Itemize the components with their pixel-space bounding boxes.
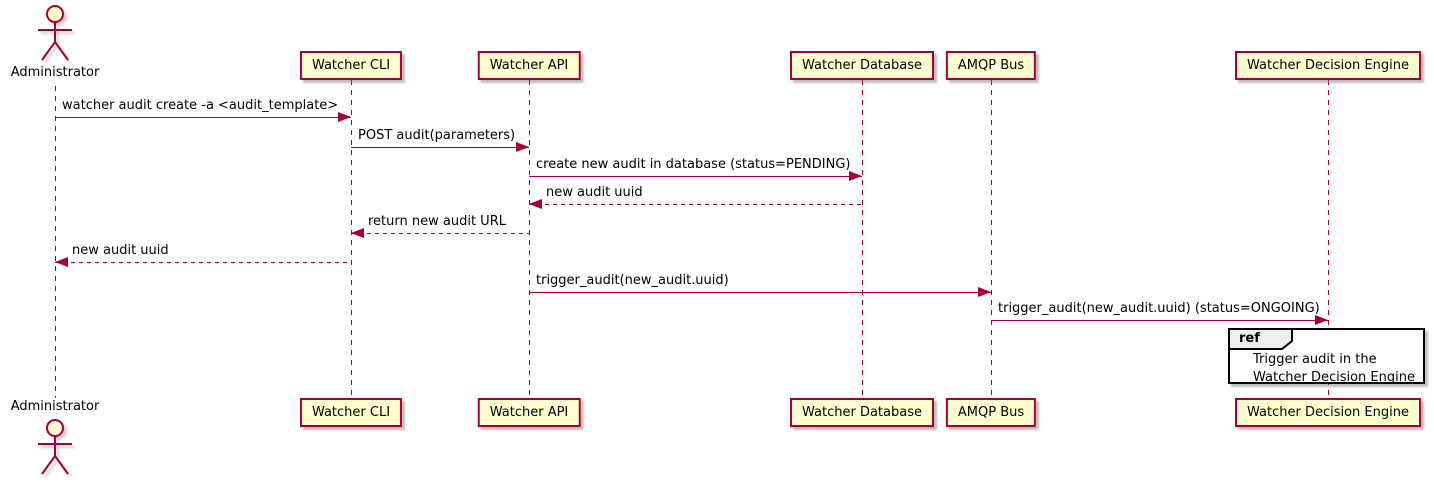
message-line bbox=[351, 233, 529, 234]
message-text: trigger_audit(new_audit.uuid) bbox=[536, 273, 729, 288]
message-create-audit-db: create new audit in database (status=PEN… bbox=[529, 157, 862, 181]
message-trigger-audit-ongoing: trigger_audit(new_audit.uuid) (status=ON… bbox=[991, 301, 1328, 325]
ref-content: Trigger audit in the Watcher Decision En… bbox=[1253, 351, 1415, 387]
participant-watcher-decision-engine-bottom: Watcher Decision Engine bbox=[1235, 398, 1421, 427]
lifeline-watcher-api bbox=[529, 80, 530, 398]
arrowhead-icon bbox=[351, 228, 364, 238]
participant-watcher-decision-engine: Watcher Decision Engine bbox=[1235, 51, 1421, 80]
lifeline-watcher-database bbox=[862, 80, 863, 398]
message-new-audit-uuid-return: new audit uuid bbox=[529, 185, 862, 209]
message-line bbox=[529, 292, 991, 293]
ref-content-line1: Trigger audit in the bbox=[1253, 352, 1377, 367]
arrowhead-icon bbox=[338, 112, 351, 122]
participant-watcher-cli: Watcher CLI bbox=[299, 51, 403, 80]
message-new-audit-uuid-to-admin: new audit uuid bbox=[55, 243, 351, 267]
actor-label-administrator: Administrator bbox=[10, 65, 100, 80]
arrowhead-icon bbox=[978, 287, 991, 297]
ref-keyword: ref bbox=[1239, 331, 1260, 346]
message-line bbox=[529, 176, 862, 177]
arrowhead-icon bbox=[55, 257, 68, 267]
message-return-audit-url: return new audit URL bbox=[351, 214, 529, 238]
message-line bbox=[529, 204, 862, 205]
message-text: trigger_audit(new_audit.uuid) (status=ON… bbox=[998, 301, 1320, 316]
arrowhead-icon bbox=[529, 199, 542, 209]
message-post-audit: POST audit(parameters) bbox=[351, 128, 529, 152]
message-trigger-audit: trigger_audit(new_audit.uuid) bbox=[529, 273, 991, 297]
message-text: new audit uuid bbox=[546, 185, 643, 200]
message-line bbox=[55, 262, 351, 263]
message-text: return new audit URL bbox=[368, 214, 506, 229]
actor-icon bbox=[38, 5, 72, 61]
message-text: new audit uuid bbox=[72, 243, 169, 258]
arrowhead-icon bbox=[516, 142, 529, 152]
participant-watcher-api: Watcher API bbox=[477, 51, 581, 80]
message-text: POST audit(parameters) bbox=[358, 128, 516, 143]
message-text: watcher audit create -a <audit_template> bbox=[62, 98, 339, 113]
lifeline-administrator bbox=[55, 86, 56, 398]
participant-watcher-database-bottom: Watcher Database bbox=[790, 398, 934, 427]
arrowhead-icon bbox=[1315, 315, 1328, 325]
lifeline-watcher-decision-engine bbox=[1328, 80, 1329, 398]
message-line bbox=[351, 147, 529, 148]
participant-amqp-bus: AMQP Bus bbox=[945, 51, 1037, 80]
message-text: create new audit in database (status=PEN… bbox=[536, 157, 851, 172]
actor-icon-bottom bbox=[38, 419, 72, 475]
ref-content-line2: Watcher Decision Engine bbox=[1253, 370, 1415, 385]
message-line bbox=[55, 117, 351, 118]
message-audit-create: watcher audit create -a <audit_template> bbox=[55, 98, 351, 122]
participant-watcher-cli-bottom: Watcher CLI bbox=[299, 398, 403, 427]
ref-tab-shape bbox=[1228, 328, 1293, 350]
participant-amqp-bus-bottom: AMQP Bus bbox=[945, 398, 1037, 427]
lifeline-amqp-bus bbox=[991, 80, 992, 398]
arrowhead-icon bbox=[849, 171, 862, 181]
lifeline-watcher-cli bbox=[351, 80, 352, 398]
participant-watcher-api-bottom: Watcher API bbox=[477, 398, 581, 427]
participant-watcher-database: Watcher Database bbox=[790, 51, 934, 80]
ref-fragment: ref Trigger audit in the Watcher Decisio… bbox=[1228, 328, 1425, 387]
actor-label-administrator-bottom: Administrator bbox=[10, 399, 100, 414]
message-line bbox=[991, 320, 1328, 321]
